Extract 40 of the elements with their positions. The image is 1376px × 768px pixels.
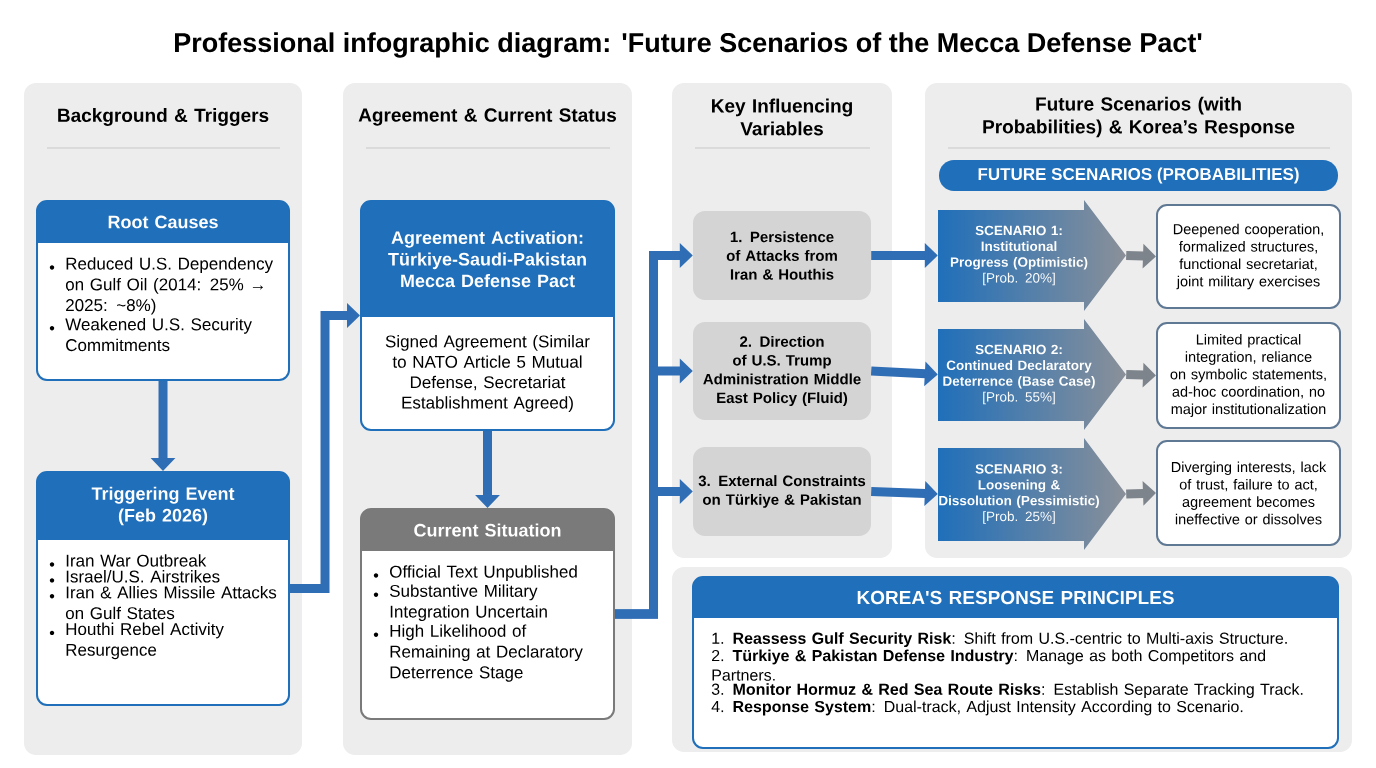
scenario-label: SCENARIO 1: Institutional Progress (Optimistic) [Prob. 20%] [950, 225, 1088, 286]
card-title: Current Situation [414, 523, 561, 537]
card-text: Signed Agreement (Similar to NATO Article 5 Mutual Defense, Secretariat Establishment Agreed) [385, 335, 590, 412]
list-item: Reduced U.S. Dependency on Gulf Oil (2014: 25% → 2025: ~8%) [65, 257, 274, 315]
scenario-label: SCENARIO 2: Continued Declaratory Deterrence (Base Case) [Prob. 55%] [943, 344, 1095, 405]
outcome-box: Deepened cooperation, formalized structures, functional secretariat, joint military exercises [1156, 204, 1341, 309]
list-item: 2. Türkiye & Pakistan Defense Industry: Manage as both Competitors and Partners. [712, 649, 1266, 681]
list-item: 3. Monitor Hormuz & Red Sea Route Risks: Establish Separate Tracking Track. [711, 683, 1303, 699]
info-card [360, 200, 615, 431]
column-heading: Key Influencing Variables [712, 98, 852, 136]
info-card [36, 200, 290, 381]
info-card [36, 471, 290, 706]
list-item: Iran War Outbreak [66, 554, 207, 567]
outcome-box: Diverging interests, lack of trust, failure to act, agreement becomes ineffective or dissolves [1156, 440, 1341, 546]
list-item: Israel/U.S. Airstrikes [66, 570, 220, 583]
card-title: Root Causes [108, 215, 218, 229]
variable-box: 1. Persistence of Attacks from Iran & Houthis [693, 211, 871, 300]
list-item: Weakened U.S. Security Commitments [65, 317, 252, 352]
column-heading: Agreement & Current Status [358, 108, 616, 126]
list-item: Substantive Military Integration Uncertain [390, 584, 547, 622]
card-title: Agreement Activation: Türkiye-Saudi-Pakistan Mecca Defense Pact [388, 230, 586, 288]
list-item: High Likelihood of Remaining at Declaratory Deterrence Stage [390, 624, 583, 682]
info-card [360, 508, 615, 720]
scenario-label: SCENARIO 3: Loosening & Dissolution (Pessimistic) [Prob. 25%] [939, 464, 1099, 524]
column-heading: Background & Triggers [58, 108, 269, 126]
list-item: Houthi Rebel Activity Resurgence [66, 622, 224, 660]
card-title: Triggering Event (Feb 2026) [91, 486, 235, 526]
arrow [615, 479, 693, 619]
variable-box: 3. External Constraints on Türkiye & Pakistan [693, 447, 871, 536]
diagram-title: Professional infographic diagram: 'Future Scenarios of the Mecca Defense Pact' [175, 32, 1202, 58]
arrow [290, 303, 360, 593]
list-item: Official Text Unpublished [390, 565, 577, 582]
list-item: 4. Response System: Dual-track, Adjust Intensity According to Scenario. [711, 700, 1243, 716]
list-item: 1. Reassess Gulf Security Risk: Shift from U.S.-centric to Multi-axis Structure. [712, 632, 1287, 648]
outcome-box: Limited practical integration, reliance on symbolic statements, ad-hoc coordination, no major institutionalization [1156, 322, 1341, 429]
card-title: KOREA'S RESPONSE PRINCIPLES [857, 590, 1174, 605]
list-item: Iran & Allies Missile Attacks on Gulf States [65, 585, 277, 620]
variable-box: 2. Direction of U.S. Trump Administration Middle East Policy (Fluid) [693, 322, 871, 420]
section-banner: FUTURE SCENARIOS (PROBABILITIES) [939, 160, 1338, 191]
column-heading: Future Scenarios (with Probabilities) & Korea’s Response [983, 96, 1295, 138]
